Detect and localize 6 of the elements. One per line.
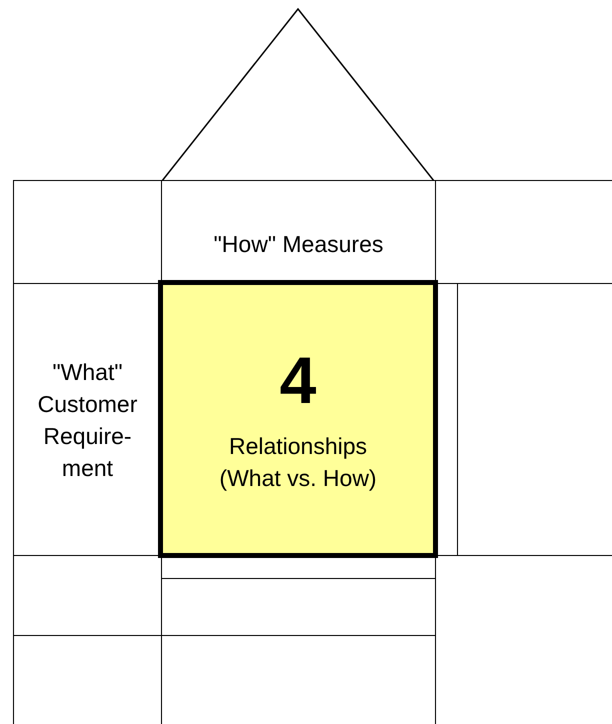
row-header-text: "What" Customer Require- ment — [38, 358, 138, 482]
relationship-matrix — [158, 280, 438, 558]
matrix-number: 4 — [280, 344, 316, 416]
header-text: "How" Measures — [214, 230, 384, 259]
grid-cell — [13, 180, 162, 284]
matrix-caption: Relationships (What vs. How) — [218, 432, 378, 493]
